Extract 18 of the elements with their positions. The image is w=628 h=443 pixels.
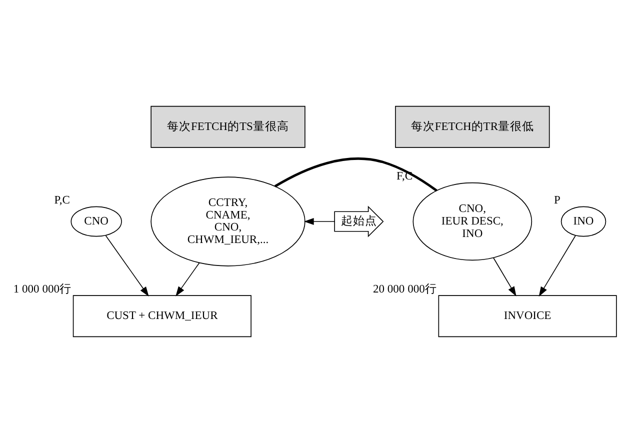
node-ellipse: CCTRY, CNAME, CNO, CHWM_IEUR,... bbox=[150, 176, 306, 266]
node-ellipse: INO bbox=[560, 206, 606, 237]
arrow bbox=[538, 235, 576, 297]
node-ellipse: CNO, IEUR DESC, INO bbox=[412, 182, 532, 261]
arrow bbox=[493, 257, 516, 296]
arrow bbox=[304, 218, 335, 225]
node-label: P,C bbox=[54, 194, 70, 207]
node-label: 1 000 000行 bbox=[13, 283, 72, 296]
node-label: 20 000 000行 bbox=[373, 283, 437, 296]
arrow bbox=[176, 262, 200, 296]
node-label: P bbox=[554, 194, 560, 207]
node-box: INVOICE bbox=[438, 295, 617, 338]
connector bbox=[274, 157, 438, 192]
node-ellipse: CNO bbox=[70, 206, 122, 237]
arrow bbox=[105, 235, 149, 297]
node-box: 每次FETCH的TR量很低 bbox=[395, 106, 550, 148]
node-box: 每次FETCH的TS量很高 bbox=[150, 106, 306, 148]
node-box: CUST + CHWM_IEUR bbox=[72, 295, 252, 338]
